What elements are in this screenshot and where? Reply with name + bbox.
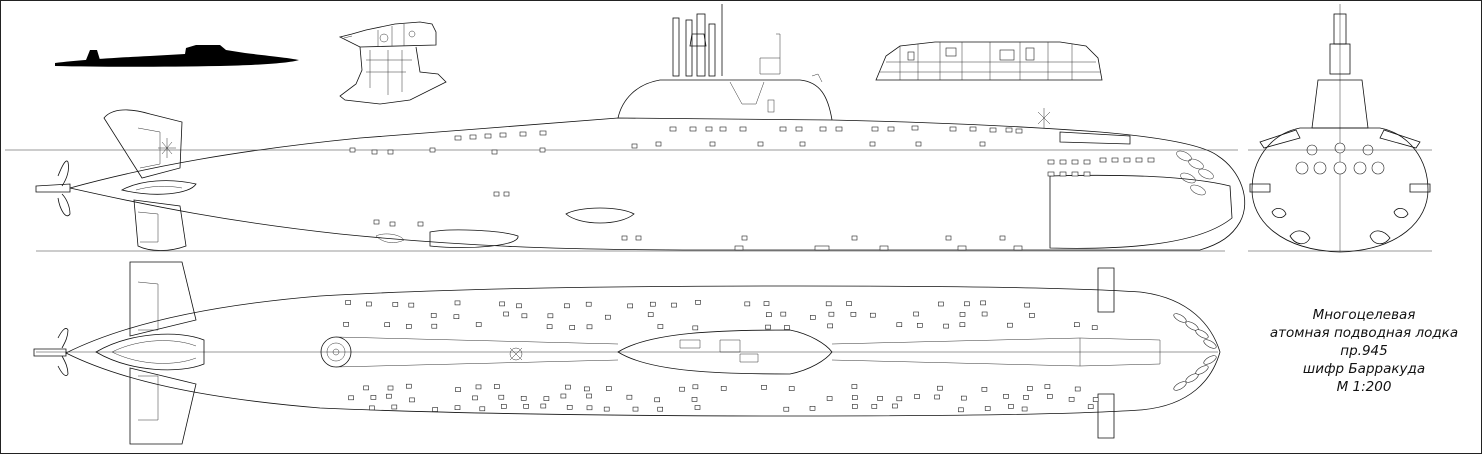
caption-class: атомная подводная лодка [1269, 325, 1459, 341]
blueprint-caption: Многоцелевая атомная подводная лодка пр.… [1258, 306, 1470, 396]
masts [672, 4, 823, 83]
caption-type: Многоцелевая [1312, 307, 1416, 323]
top-view-hull [33, 261, 1221, 445]
submarine-silhouette-icon [55, 45, 299, 67]
caption-project: пр.945 [1340, 343, 1388, 359]
caption-scale: М 1:200 [1336, 379, 1392, 395]
front-view [1248, 4, 1432, 253]
conning-tower-detail [338, 21, 447, 105]
side-view-hull [5, 79, 1246, 252]
propeller-icon [57, 160, 71, 217]
caption-codename: шифр Барракуда [1302, 361, 1426, 377]
hull-section-cutaway [875, 41, 1103, 81]
